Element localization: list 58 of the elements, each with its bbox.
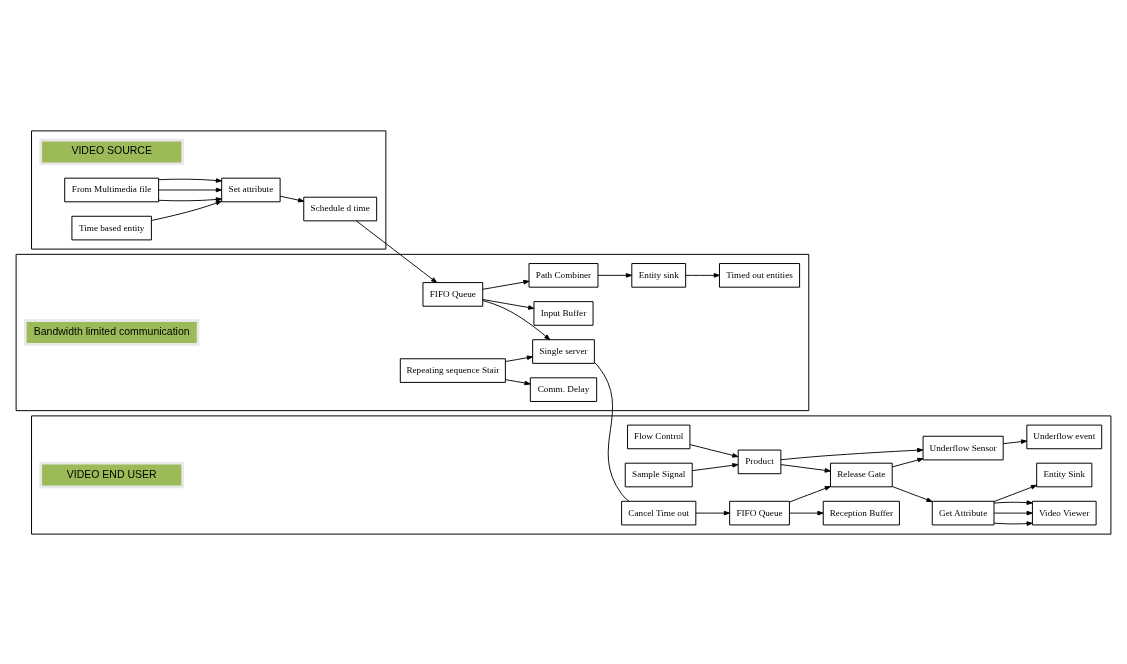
arrow xyxy=(150,200,222,221)
node-box: Sample Signal xyxy=(624,462,693,487)
arrow xyxy=(993,484,1037,502)
arrow xyxy=(279,195,305,202)
node-box: Path Combiner xyxy=(528,262,599,288)
node-box: FIFO Queue xyxy=(422,281,484,307)
node-box: VIDEO SOURCE xyxy=(39,138,184,165)
node-box: Timed out entities xyxy=(719,262,801,288)
node-box: VIDEO END USER xyxy=(39,461,184,488)
node-box: Repeating sequence Stair xyxy=(399,357,506,383)
arrow xyxy=(1002,438,1028,444)
arrow xyxy=(780,463,831,473)
node-box: Cancel Time out xyxy=(621,500,697,525)
arrow xyxy=(355,219,438,283)
node-box: Underflow event xyxy=(1026,424,1103,449)
arrow xyxy=(482,279,530,290)
arrow xyxy=(789,510,824,515)
arrow xyxy=(685,272,720,278)
node-box: Comm. Delay xyxy=(529,376,598,402)
arrow xyxy=(482,298,535,310)
node-box: Time based entity xyxy=(71,215,152,240)
arrow xyxy=(993,510,1033,515)
arrow xyxy=(993,499,1033,505)
arrow xyxy=(505,378,531,385)
node-box: Single server xyxy=(532,338,595,364)
arrow xyxy=(993,520,1033,526)
cluster xyxy=(15,253,810,411)
node-box: Set attribute xyxy=(221,177,281,202)
node-box: Product xyxy=(737,449,782,474)
arrow xyxy=(891,457,924,467)
node-box: Input Buffer xyxy=(533,300,594,326)
arrow xyxy=(505,354,534,362)
arrow xyxy=(482,299,551,340)
arrow xyxy=(158,187,222,192)
node-box: Reception Buffer xyxy=(822,500,900,525)
arrow xyxy=(780,447,924,460)
node-box: Schedule d time xyxy=(303,196,378,221)
arrow xyxy=(695,510,730,515)
node-box: Flow Control xyxy=(627,424,691,449)
node-box: Entity sink xyxy=(631,262,687,288)
arrow xyxy=(789,485,831,502)
cluster xyxy=(31,414,1112,535)
arrow xyxy=(597,272,633,278)
arrow xyxy=(689,443,739,458)
node-box: Underflow Sensor xyxy=(922,435,1004,460)
node-box: From Multimedia file xyxy=(64,177,160,202)
arrow xyxy=(691,462,739,471)
node-box: FIFO Queue xyxy=(729,500,790,525)
arrow xyxy=(158,196,222,202)
node-box: Bandwidth limited communication xyxy=(24,318,200,346)
connector xyxy=(594,361,630,502)
cluster xyxy=(31,129,387,250)
arrow xyxy=(158,177,222,183)
node-box: Entity Sink xyxy=(1036,462,1093,487)
node-box: Video Viewer xyxy=(1031,500,1097,525)
node-box: Release Gate xyxy=(829,462,893,487)
arrow xyxy=(891,485,933,502)
node-box: Get Attribute xyxy=(931,500,995,525)
